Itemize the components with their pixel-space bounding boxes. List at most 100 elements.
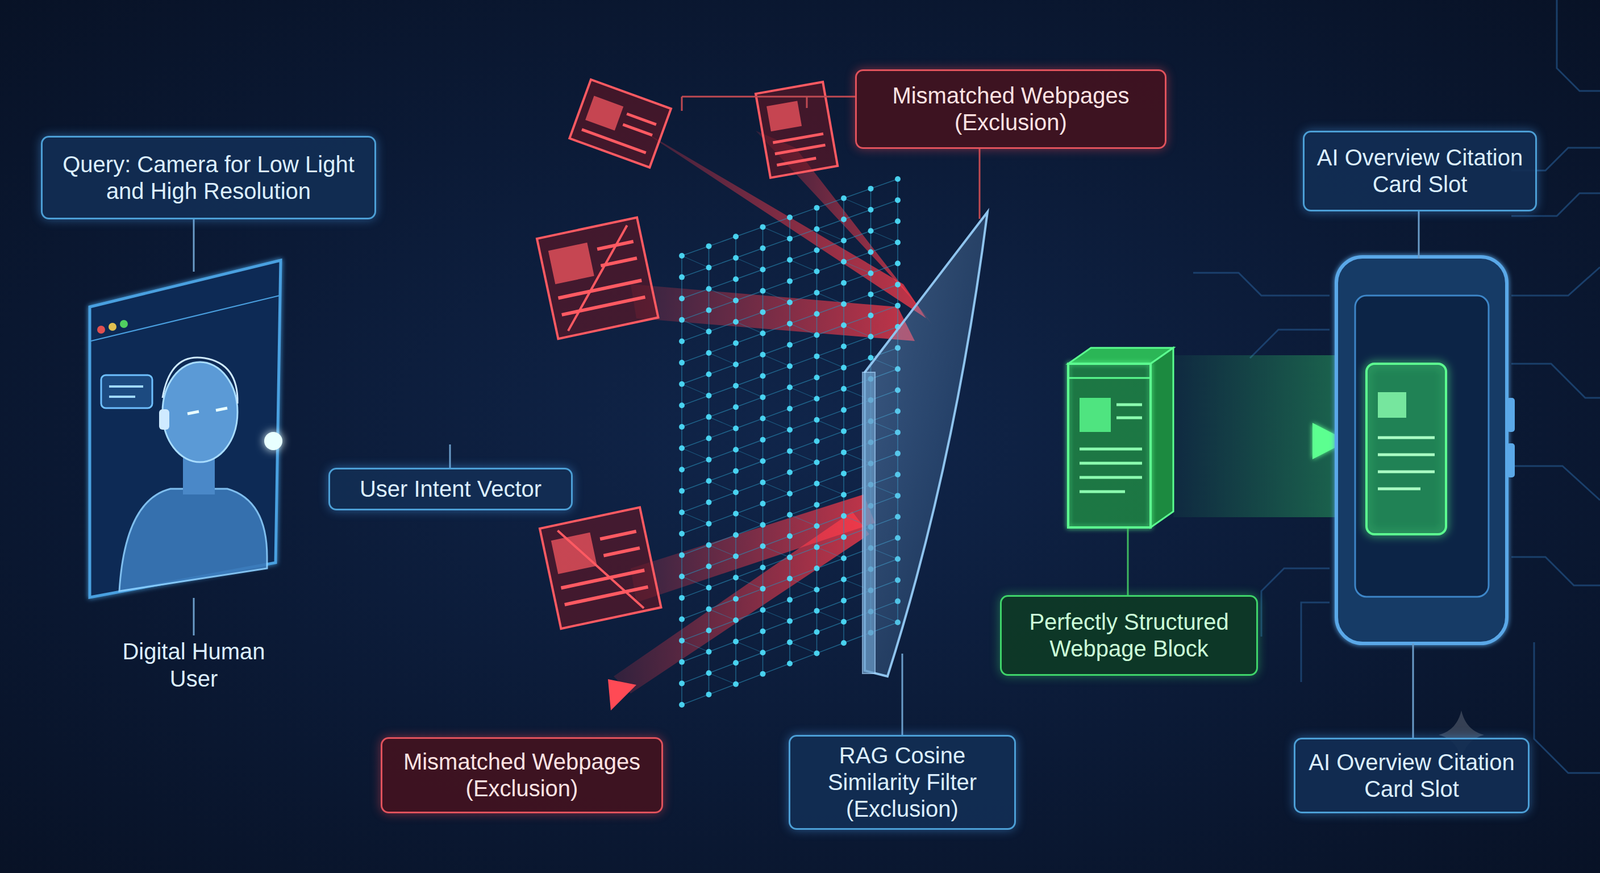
grid-dot <box>840 555 847 561</box>
grid-line <box>789 525 818 536</box>
grid-line <box>817 452 845 463</box>
grid-line <box>843 409 845 431</box>
grid-dot <box>732 468 739 474</box>
grid-line <box>816 631 818 653</box>
monitor-bar <box>90 295 280 341</box>
grid-line <box>709 428 737 439</box>
grid-line <box>816 461 818 483</box>
grid-line <box>762 652 764 674</box>
grid-line <box>681 587 710 598</box>
page-image <box>1079 397 1111 432</box>
grid-dot <box>814 501 820 508</box>
leader-line <box>1412 643 1415 738</box>
citation-card <box>1366 363 1447 535</box>
grid-line <box>709 278 737 289</box>
grid-line <box>681 459 710 470</box>
grid-line <box>870 251 872 273</box>
grid-line <box>763 472 791 483</box>
grid-line <box>817 282 845 293</box>
grid-line <box>789 259 791 281</box>
callout-box: AI Overview Citation Card Slot <box>1293 737 1530 814</box>
grid-line <box>763 493 791 504</box>
grid-line <box>763 344 791 355</box>
grid-line <box>735 662 737 685</box>
grid-dot <box>706 307 712 314</box>
grid-dot <box>786 511 793 518</box>
grid-line <box>681 362 683 385</box>
grid-line <box>762 248 764 270</box>
grid-dot <box>840 237 847 244</box>
grid-dot <box>814 480 820 487</box>
grid-dot <box>706 243 712 249</box>
grid-dot <box>786 618 793 624</box>
box-text: Mismatched Webpages (Exclusion) <box>864 82 1157 136</box>
grid-line <box>735 598 737 621</box>
grid-line <box>681 533 683 556</box>
grid-line <box>843 273 872 283</box>
grid-line <box>789 535 791 557</box>
grid-line <box>817 547 845 558</box>
circuit-trace <box>1511 267 1600 296</box>
grid-line <box>843 240 845 262</box>
page-line <box>1079 490 1125 494</box>
leader-line <box>806 96 808 108</box>
grid-line <box>870 336 872 358</box>
grid-line <box>789 472 791 494</box>
grid-line <box>681 319 683 342</box>
grid-line <box>709 609 737 621</box>
grid-line <box>681 682 683 705</box>
page-image <box>585 96 624 131</box>
grid-dot <box>840 534 847 540</box>
avatar-hair <box>162 357 238 404</box>
red-reflection <box>630 284 915 341</box>
grid-line <box>763 609 791 621</box>
grid-line <box>843 621 845 643</box>
grid-line <box>735 482 764 493</box>
grid-line <box>763 642 791 653</box>
grid-line <box>735 534 737 557</box>
grid-line <box>709 513 737 524</box>
grid-dot <box>732 531 739 538</box>
grid-line <box>843 315 872 325</box>
grid-dot <box>732 361 739 368</box>
grid-line <box>817 198 845 208</box>
grid-line <box>817 536 845 548</box>
grid-line <box>763 599 791 610</box>
grid-dot <box>706 264 712 271</box>
grid-line <box>709 406 737 417</box>
grid-line <box>735 471 737 493</box>
grid-line <box>816 398 818 420</box>
grid-line <box>816 207 818 229</box>
page-outline <box>539 507 661 629</box>
grid-dot <box>760 415 766 422</box>
grid-line <box>817 228 845 241</box>
grid-line <box>789 557 791 579</box>
grid-dot <box>760 585 766 592</box>
grid-dot <box>706 648 712 655</box>
grid-line <box>843 282 845 304</box>
grid-dot <box>706 563 712 570</box>
grid-dot <box>786 596 793 603</box>
grid-line <box>735 546 764 557</box>
grid-dot <box>678 445 685 452</box>
grid-dot <box>786 469 793 475</box>
grid-line <box>735 673 764 685</box>
grid-line <box>681 426 683 449</box>
grid-line <box>789 335 818 345</box>
grid-line <box>763 226 791 239</box>
grid-line <box>735 364 737 386</box>
grid-line <box>789 292 818 303</box>
grid-dot <box>840 280 847 286</box>
grid-line <box>789 514 818 527</box>
grid-line <box>735 406 737 429</box>
grid-dot <box>814 310 820 317</box>
grid-line <box>843 536 845 558</box>
leader-line <box>193 597 195 636</box>
grid-line <box>762 567 764 589</box>
grid-line <box>762 609 764 631</box>
grid-dot <box>786 363 793 369</box>
grid-line <box>763 290 791 303</box>
box-text: Mismatched Webpages (Exclusion) <box>390 748 654 802</box>
grid-line <box>843 515 845 537</box>
